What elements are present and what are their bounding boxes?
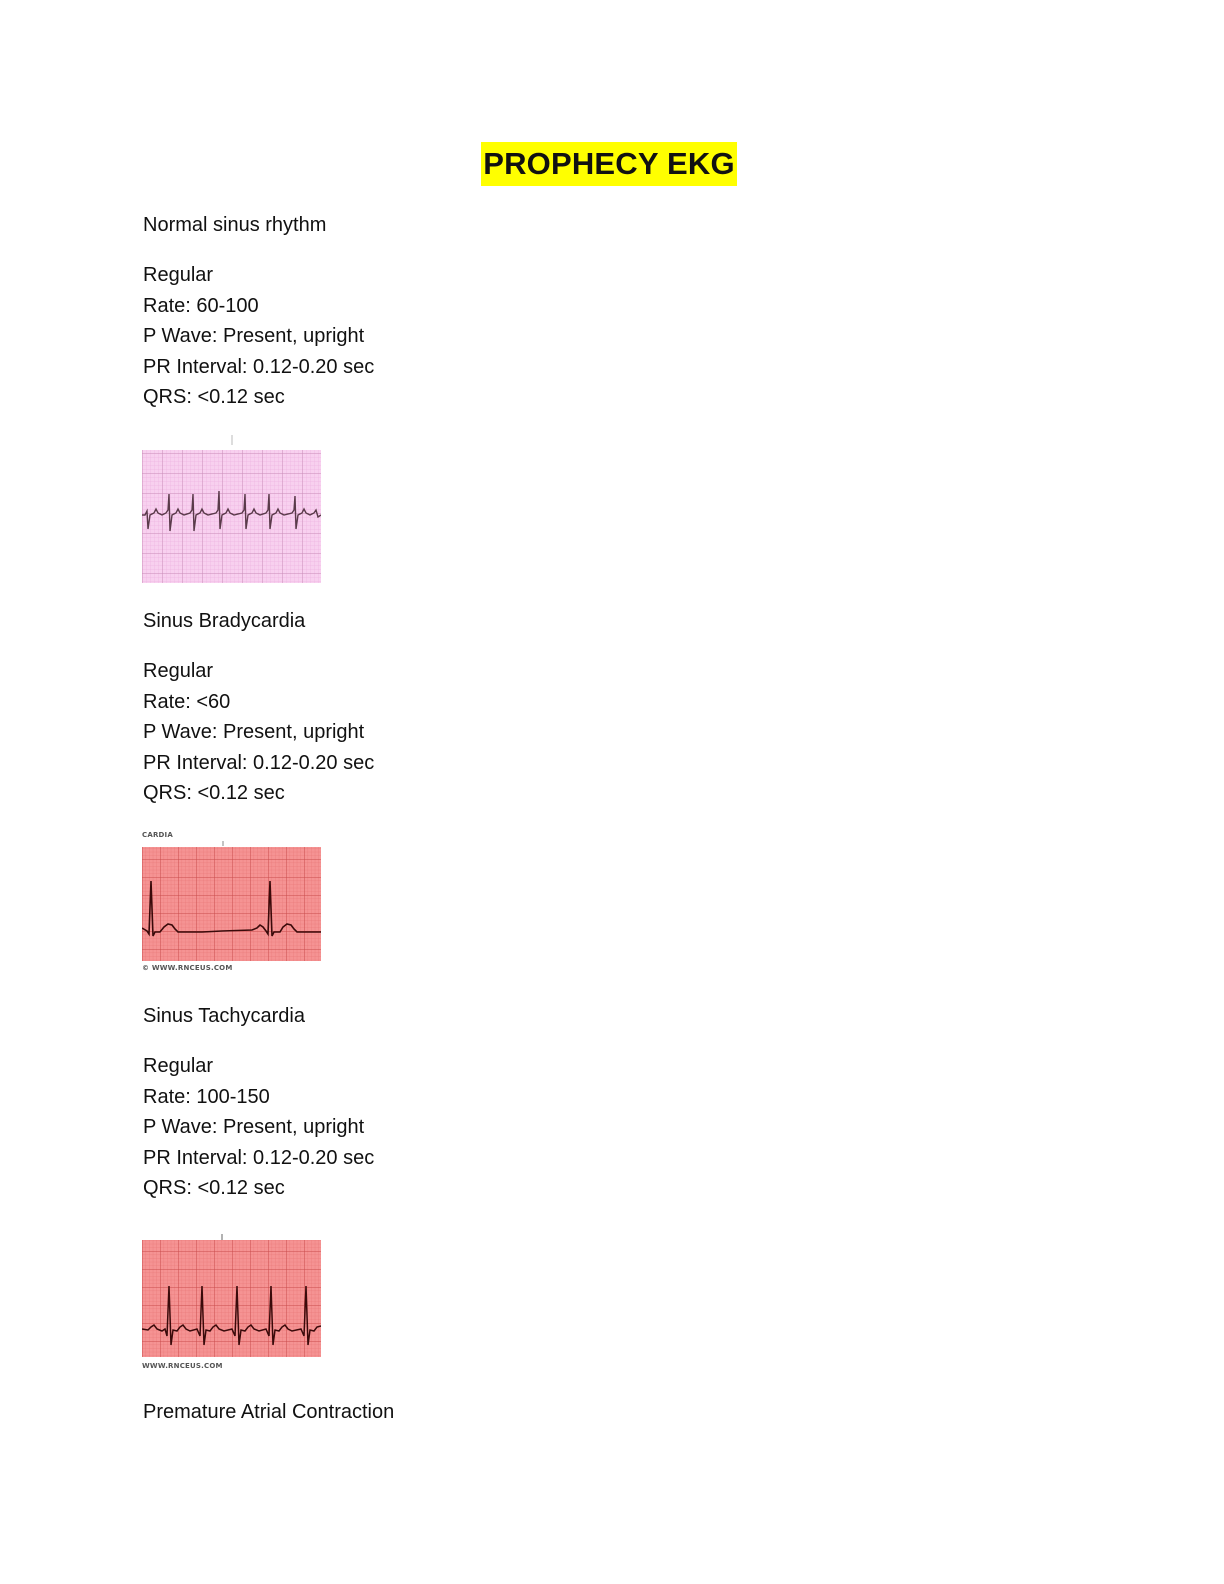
criteria-p-wave: P Wave: Present, upright xyxy=(143,325,365,348)
page-title: PROPHECY EKG xyxy=(481,142,737,186)
ekg-strip-sinus-tachycardia: WWW.RNCEUS.COM xyxy=(142,1233,321,1373)
criteria-p-wave: P Wave: Present, upright xyxy=(143,721,365,744)
section-normal-sinus-rhythm: Normal sinus rhythm Regular Rate: 60-100… xyxy=(143,210,374,413)
section-premature-atrial-contraction: Premature Atrial Contraction xyxy=(143,1397,394,1427)
strip-copyright-caption: WWW.RNCEUS.COM xyxy=(142,1362,223,1370)
ekg-strip-normal-sinus-rhythm xyxy=(142,433,321,585)
rhythm-criteria: Regular Rate: 60-100 P Wave: Present, up… xyxy=(143,260,374,413)
criteria-regularity: Regular xyxy=(143,1055,214,1077)
section-heading: Sinus Tachycardia xyxy=(143,1005,305,1027)
criteria-pr-interval: PR Interval: 0.12-0.20 sec xyxy=(143,355,375,378)
criteria-rate: Rate: 100-150 xyxy=(143,1085,270,1108)
criteria-pr-interval: PR Interval: 0.12-0.20 sec xyxy=(143,1146,375,1169)
strip-copyright-caption: © WWW.RNCEUS.COM xyxy=(142,964,233,972)
criteria-qrs: QRS: <0.12 sec xyxy=(143,386,285,409)
section-heading: Normal sinus rhythm xyxy=(143,214,327,236)
criteria-rate: Rate: <60 xyxy=(143,690,231,713)
section-sinus-tachycardia: Sinus Tachycardia Regular Rate: 100-150 … xyxy=(143,1001,374,1204)
criteria-qrs: QRS: <0.12 sec xyxy=(143,782,285,805)
ekg-image xyxy=(142,1234,321,1357)
section-heading: Sinus Bradycardia xyxy=(143,610,306,632)
ekg-image xyxy=(142,841,321,961)
strip-top-label: CARDIA xyxy=(142,831,173,839)
ekg-image xyxy=(142,435,321,583)
criteria-rate: Rate: 60-100 xyxy=(143,294,259,317)
ekg-strip-sinus-bradycardia: CARDIA © WWW.RNCEUS.COM xyxy=(142,829,321,975)
criteria-qrs: QRS: <0.12 sec xyxy=(143,1177,285,1200)
title-container: PROPHECY EKG xyxy=(0,142,1224,186)
section-sinus-bradycardia: Sinus Bradycardia Regular Rate: <60 P Wa… xyxy=(143,606,374,809)
rhythm-criteria: Regular Rate: <60 P Wave: Present, uprig… xyxy=(143,656,374,809)
criteria-pr-interval: PR Interval: 0.12-0.20 sec xyxy=(143,751,375,774)
criteria-p-wave: P Wave: Present, upright xyxy=(143,1116,365,1139)
section-heading: Premature Atrial Contraction xyxy=(143,1401,395,1423)
rhythm-criteria: Regular Rate: 100-150 P Wave: Present, u… xyxy=(143,1051,374,1204)
criteria-regularity: Regular xyxy=(143,660,214,682)
criteria-regularity: Regular xyxy=(143,264,214,286)
